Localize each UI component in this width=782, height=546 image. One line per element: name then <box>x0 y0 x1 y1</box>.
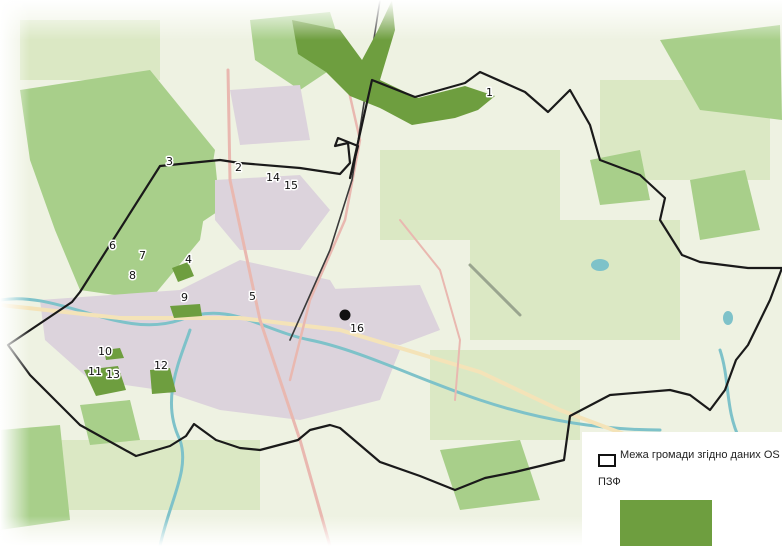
location-dot[interactable] <box>339 309 351 321</box>
community-boundary <box>6 70 782 492</box>
poi-label-15[interactable]: 15 <box>283 178 300 194</box>
poi-label-13[interactable]: 13 <box>105 367 122 383</box>
poi-label-2[interactable]: 2 <box>234 160 244 176</box>
pzf-areas <box>84 0 495 396</box>
poi-label-7[interactable]: 7 <box>138 248 148 264</box>
legend-pzf-swatch <box>620 500 712 546</box>
poi-label-5[interactable]: 5 <box>248 289 258 305</box>
poi-label-6[interactable]: 6 <box>108 238 118 254</box>
legend-boundary-swatch <box>598 454 616 467</box>
poi-labels: 1 2 3 4 5 6 7 8 9 10 11 12 13 14 15 16 <box>87 85 495 383</box>
legend-boundary-label: Межа громади згідно даних OS <box>620 449 780 461</box>
roads <box>0 0 642 546</box>
poi-label-14[interactable]: 14 <box>265 170 282 186</box>
poi-label-8[interactable]: 8 <box>128 268 138 284</box>
poi-label-4[interactable]: 4 <box>184 252 194 268</box>
ponds <box>591 259 733 325</box>
poi-label-1[interactable]: 1 <box>485 85 495 101</box>
poi-label-12[interactable]: 12 <box>153 358 170 374</box>
poi-label-10[interactable]: 10 <box>97 344 114 360</box>
poi-label-16[interactable]: 16 <box>349 321 366 337</box>
map-legend: Межа громади згідно даних OS ПЗФ <box>582 432 782 546</box>
poi-label-9[interactable]: 9 <box>180 290 190 306</box>
poi-label-3[interactable]: 3 <box>165 154 175 170</box>
legend-pzf-label: ПЗФ <box>598 476 621 488</box>
poi-label-11[interactable]: 11 <box>87 364 104 380</box>
